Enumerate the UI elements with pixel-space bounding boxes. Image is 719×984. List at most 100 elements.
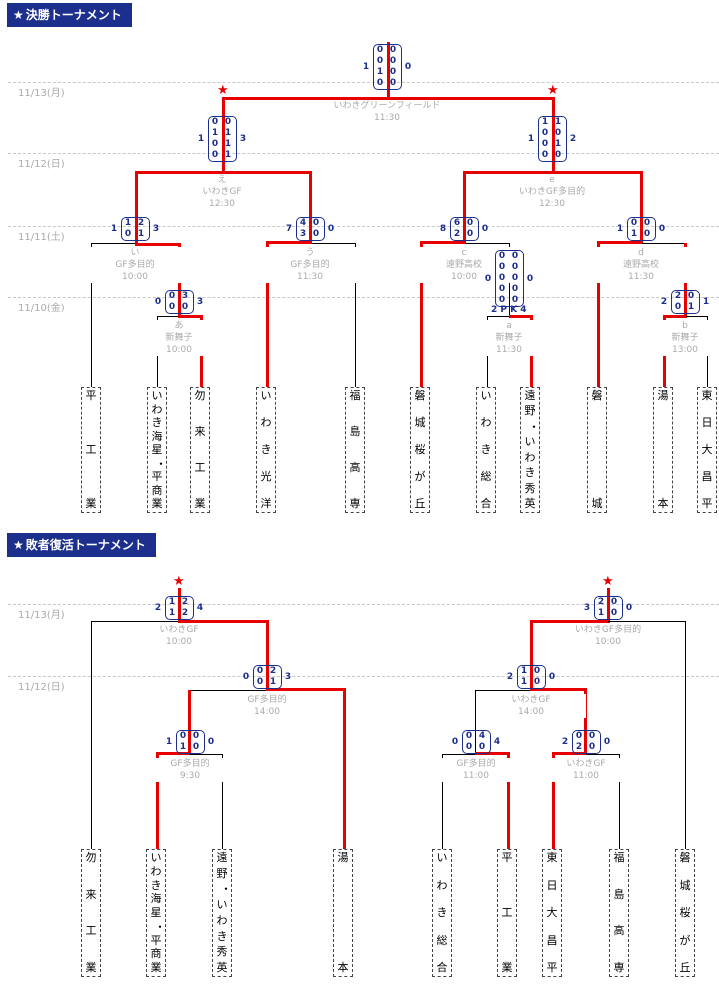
team-name-char: 桜 [414, 443, 426, 456]
half-score: 0 [376, 56, 384, 66]
score-bracket [517, 665, 546, 689]
team-name-char: 海 [151, 429, 163, 443]
team-name-char: 平 [150, 933, 162, 947]
score-bracket [462, 730, 491, 754]
score-bracket [296, 217, 325, 241]
team-name-char: 秀 [216, 945, 228, 959]
team-name-char: 丘 [679, 961, 691, 974]
score-bracket [450, 217, 479, 241]
team-name-char: 洋 [260, 497, 272, 510]
team-name-char: 遠 [216, 851, 228, 864]
team-name-box: いわき海星・平商業 [146, 849, 166, 977]
team-name-char: 福 [613, 851, 625, 864]
team-name-box: 遠野・いわき秀英 [520, 387, 540, 513]
half-score: 0 [533, 666, 541, 676]
half-score: 0 [168, 291, 176, 301]
date-label: 11/13(月) [18, 88, 65, 99]
team-name-char: ・ [219, 883, 232, 895]
half-score: 1 [687, 302, 695, 312]
team-name-char: 城 [591, 497, 603, 510]
team-name-box: 磐城 [587, 387, 607, 513]
half-score: 0 [466, 229, 474, 239]
half-score: 1 [554, 117, 562, 127]
team-name-char: い [151, 389, 163, 402]
team-name-char: 平 [151, 470, 163, 483]
half-score: 1 [179, 742, 187, 752]
total-score: 4 [196, 603, 204, 613]
half-score: 0 [478, 742, 486, 752]
half-score: 0 [511, 284, 519, 294]
team-name-char: ・ [154, 457, 167, 469]
half-score: 0 [389, 78, 397, 88]
team-name-char: 平 [85, 389, 97, 402]
half-score: 0 [575, 731, 583, 741]
team-name-char: 星 [151, 443, 163, 456]
team-name-char: わ [151, 402, 163, 416]
half-score: 0 [643, 229, 651, 239]
half-score: 0 [541, 139, 549, 149]
half-score: 2 [575, 742, 583, 752]
team-name-char: 英 [216, 961, 228, 974]
score-bracket [495, 250, 524, 307]
half-score: 0 [610, 597, 618, 607]
team-name-char: 商 [151, 483, 163, 497]
half-score: 0 [312, 229, 320, 239]
half-score: 0 [498, 262, 506, 272]
half-score: 0 [211, 139, 219, 149]
half-score: 1 [376, 67, 384, 77]
half-score: 0 [312, 218, 320, 228]
star-icon: ★ [13, 8, 24, 22]
half-score: 0 [124, 229, 132, 239]
half-score: 0 [674, 302, 682, 312]
half-score: 2 [597, 597, 605, 607]
total-score: 0 [404, 62, 412, 72]
half-score: 2 [674, 291, 682, 301]
team-name-char: い [524, 435, 536, 449]
team-name-char: 島 [349, 425, 361, 438]
half-score: 0 [554, 150, 562, 160]
team-name-char: 福 [349, 389, 361, 402]
team-name-char: 遠 [524, 389, 536, 402]
half-score: 0 [511, 295, 519, 305]
total-score: 1 [197, 134, 205, 144]
team-name-box: 平工業 [497, 849, 517, 977]
main-section-header: ★決勝トーナメント [7, 3, 132, 27]
total-score: 7 [285, 224, 293, 234]
star-icon: ★ [602, 574, 614, 589]
team-name-char: 勿 [194, 389, 206, 402]
date-label: 11/11(土) [18, 232, 65, 243]
team-name-char: 日 [701, 416, 713, 429]
star-icon: ★ [547, 83, 559, 98]
team-name-box: いわき光洋 [256, 387, 276, 513]
team-name-char: 城 [414, 416, 426, 429]
team-name-char: わ [524, 450, 536, 464]
pk-score: 2 P K 4 [491, 305, 527, 315]
team-name-box: いわき総合 [432, 849, 452, 977]
total-score: 2 [561, 737, 569, 747]
half-score: 1 [520, 666, 528, 676]
half-score: 1 [224, 139, 232, 149]
team-name-box: 福島高専 [609, 849, 629, 977]
half-score: 1 [224, 150, 232, 160]
half-score: 0 [643, 218, 651, 228]
team-name-char: き [150, 878, 162, 892]
team-name-char: 高 [349, 461, 361, 474]
team-name-box: 平工業 [81, 387, 101, 513]
half-score: 2 [269, 666, 277, 676]
total-score: 1 [165, 737, 173, 747]
half-score: 0 [211, 150, 219, 160]
score-bracket [627, 217, 656, 241]
team-name-char: 磐 [591, 389, 603, 402]
team-name-char: 業 [501, 961, 513, 974]
